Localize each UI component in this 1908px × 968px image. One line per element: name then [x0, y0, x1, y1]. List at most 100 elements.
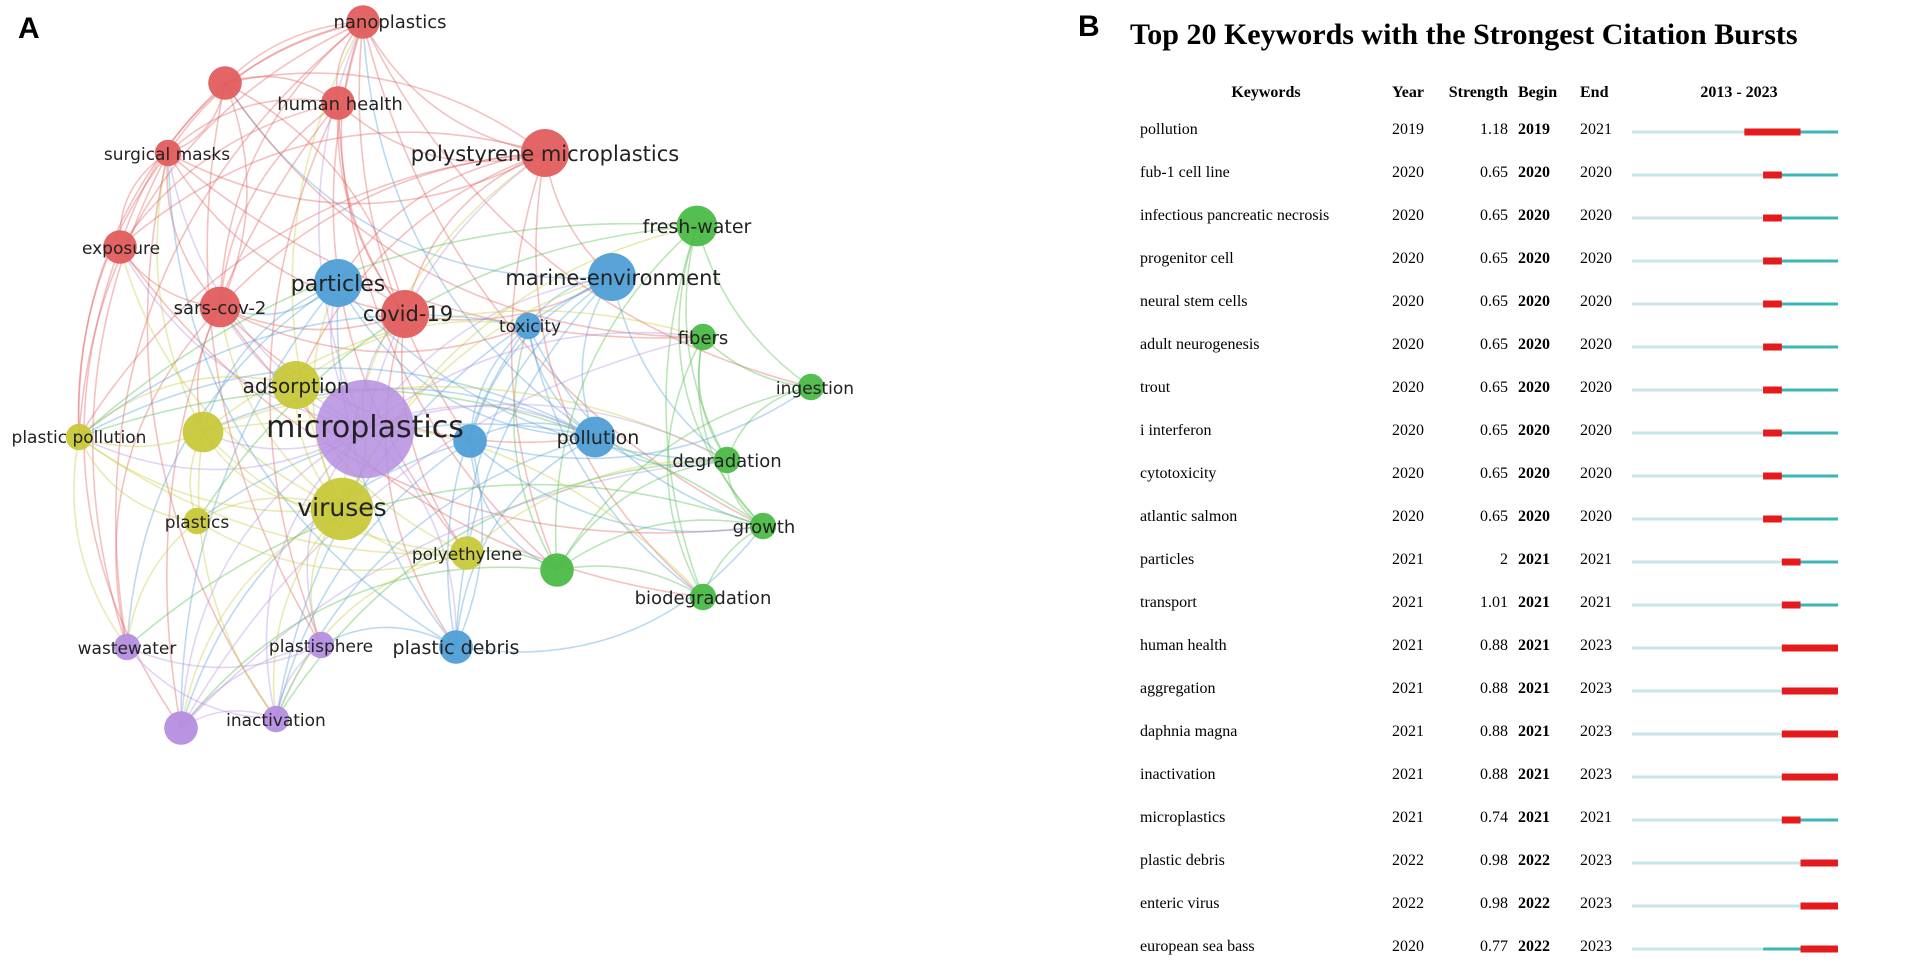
burst-timeline — [1632, 343, 1838, 351]
end-cell: 2023 — [1580, 851, 1612, 869]
end-cell: 2020 — [1580, 335, 1612, 353]
node-wastewater — [113, 633, 141, 661]
table-header-row: Keywords Year Strength Begin End 2013 - … — [1140, 78, 1846, 108]
burst-timeline — [1632, 472, 1838, 480]
network-edge — [469, 386, 812, 460]
year-cell: 2022 — [1392, 894, 1424, 912]
network-edge — [455, 276, 613, 648]
end-cell: 2021 — [1580, 120, 1612, 138]
node-microplastics — [315, 379, 415, 479]
year-cell: 2020 — [1392, 937, 1424, 955]
begin-cell: 2020 — [1518, 378, 1550, 396]
strength-cell: 0.77 — [1480, 937, 1508, 955]
strength-cell: 0.88 — [1480, 679, 1508, 697]
network-edge — [119, 246, 764, 534]
begin-cell: 2021 — [1518, 765, 1550, 783]
network-edge — [337, 102, 546, 163]
network-edge — [167, 152, 546, 205]
network-edge — [469, 440, 558, 571]
network-edge — [275, 552, 468, 720]
burst-timeline — [1632, 515, 1838, 523]
node-plastics — [183, 507, 211, 535]
end-cell: 2020 — [1580, 249, 1612, 267]
network-edge — [202, 385, 728, 461]
network-edge — [556, 459, 728, 571]
network-edge — [180, 336, 704, 729]
burst-timeline-cell — [1632, 366, 1846, 409]
header-strength: Strength — [1448, 84, 1508, 101]
strength-cell: 0.65 — [1480, 464, 1508, 482]
keyword-cell: cytotoxicity — [1140, 464, 1217, 482]
end-cell: 2021 — [1580, 593, 1612, 611]
node-label-plastic-pollution: plastic pollution — [12, 428, 147, 448]
year-cell: 2020 — [1392, 206, 1424, 224]
network-edge — [295, 384, 468, 554]
burst-timeline-cell — [1632, 452, 1846, 495]
node-label-ingestion: ingestion — [776, 379, 854, 399]
node-plastic-debris — [439, 630, 473, 664]
end-cell: 2020 — [1580, 464, 1612, 482]
network-edge — [180, 644, 322, 729]
burst-timeline-cell — [1632, 280, 1846, 323]
strength-cell: 1.01 — [1480, 593, 1508, 611]
network-edge — [666, 336, 704, 598]
network-edge — [146, 152, 277, 720]
network-edge — [362, 21, 812, 388]
year-cell: 2022 — [1392, 851, 1424, 869]
network-edge — [702, 336, 812, 388]
keyword-cell: particles — [1140, 550, 1195, 568]
burst-timeline — [1632, 730, 1838, 738]
network-edge — [469, 276, 613, 442]
end-cell: 2021 — [1580, 808, 1612, 826]
network-edge — [119, 21, 364, 248]
node-label-biodegradation: biodegradation — [635, 588, 772, 609]
panel-a-letter: A — [18, 12, 40, 45]
network-edge — [156, 152, 204, 433]
keyword-cell: european sea bass — [1140, 937, 1255, 955]
node-label-microplastics: microplastics — [266, 410, 464, 445]
burst-timeline-cell — [1632, 753, 1846, 796]
network-edge — [119, 102, 339, 248]
network-edge — [167, 98, 339, 154]
node-exposure — [103, 230, 137, 264]
panel-b-letter: B — [1078, 10, 1100, 43]
node-label-fresh-water: fresh-water — [643, 216, 752, 238]
network-edge — [340, 21, 406, 315]
node-covid-19 — [381, 290, 429, 338]
network-edge — [115, 306, 221, 648]
network-edge — [696, 225, 812, 388]
network-edge — [275, 440, 471, 720]
network-edge — [364, 331, 704, 430]
node-label-human-health: human health — [277, 94, 403, 115]
keyword-cell: trout — [1140, 378, 1171, 396]
network-edge — [202, 282, 339, 433]
node-label-adsorption: adsorption — [243, 374, 350, 398]
node-degradation — [713, 446, 741, 474]
strength-cell: 0.65 — [1480, 421, 1508, 439]
network-edge — [554, 225, 698, 571]
network-edge — [78, 152, 546, 438]
begin-cell: 2021 — [1518, 636, 1550, 654]
keyword-cell: neural stem cells — [1140, 292, 1248, 310]
burst-timeline-cell — [1632, 409, 1846, 452]
node-label-plastisphere: plastisphere — [269, 637, 373, 657]
network-edge — [337, 152, 546, 284]
header-begin: Begin — [1518, 84, 1558, 101]
node-polystyrene-microplastics — [521, 129, 569, 177]
strength-cell: 0.98 — [1480, 894, 1508, 912]
network-edge — [167, 152, 406, 315]
year-cell: 2020 — [1392, 378, 1424, 396]
strength-cell: 0.65 — [1480, 292, 1508, 310]
network-edge — [180, 428, 366, 729]
keyword-cell: transport — [1140, 593, 1197, 611]
begin-cell: 2022 — [1518, 851, 1550, 869]
network-edge — [78, 222, 698, 438]
node-label-marine-environment: marine-environment — [505, 266, 720, 290]
begin-cell: 2022 — [1518, 894, 1550, 912]
network-edge — [126, 520, 198, 648]
